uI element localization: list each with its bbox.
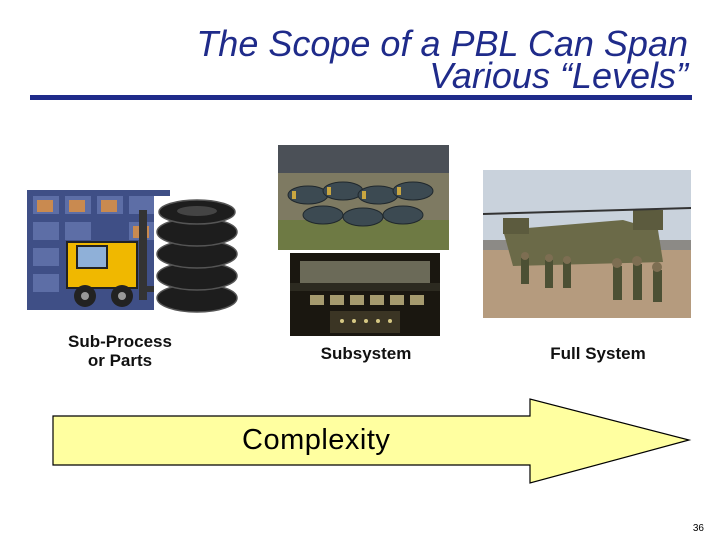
caption-subsystem: Subsystem <box>320 344 412 363</box>
cockpit-image <box>290 253 440 336</box>
title-line-1: The Scope of a PBL Can Span <box>196 23 688 64</box>
page-number: 36 <box>692 523 704 534</box>
title-line-2: Various “Levels” <box>429 55 688 96</box>
caption-sub-process: Sub-Process or Parts <box>68 332 172 370</box>
complexity-arrow <box>52 398 692 484</box>
forklift-image <box>27 190 170 310</box>
caption-full-system: Full System <box>550 344 646 363</box>
complexity-label: Complexity <box>242 424 391 456</box>
munitions-image <box>278 145 449 250</box>
tires-image <box>154 196 240 314</box>
slide-title: The Scope of a PBL Can Span Various “Lev… <box>196 23 688 96</box>
helicopter-image <box>483 170 691 318</box>
title-underline <box>30 95 692 100</box>
